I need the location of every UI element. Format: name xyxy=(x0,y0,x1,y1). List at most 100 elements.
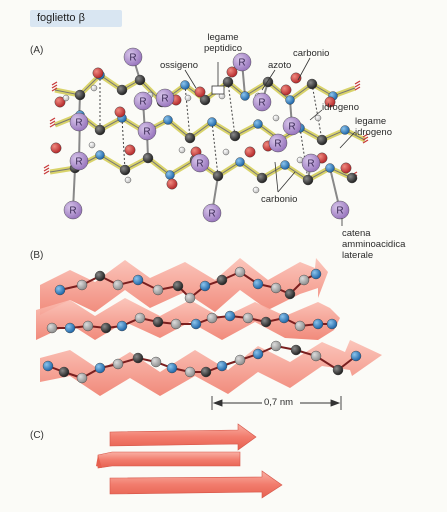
nitrogen-atom xyxy=(340,125,350,135)
r-group-label: R xyxy=(75,157,82,168)
alpha-carbon-atom xyxy=(284,288,296,300)
hydrogen-atom xyxy=(184,94,192,102)
r-group-circle xyxy=(69,151,89,171)
alpha-carbon-atom xyxy=(332,364,344,376)
carbon-atom xyxy=(316,134,328,146)
panel-label-a: (A) xyxy=(30,45,44,56)
nitrogen-atom xyxy=(64,322,76,334)
ribbon-backbones xyxy=(42,266,362,384)
carbon-atom xyxy=(119,164,131,176)
r-group-circle xyxy=(232,52,252,72)
nitrogen-atom xyxy=(116,320,128,332)
oxygen-atom xyxy=(280,84,292,96)
r-group-circle xyxy=(268,133,288,153)
r-group-label: R xyxy=(307,159,314,170)
nitrogen-atom xyxy=(325,163,335,173)
hydrogen-atom xyxy=(62,94,70,102)
panel-b-ribbon-model xyxy=(36,258,382,410)
oxygen-atom xyxy=(54,96,66,108)
nitrogen-atom xyxy=(224,310,236,322)
carbon-atom xyxy=(170,318,182,330)
ribbon-backbone-1 xyxy=(59,270,317,300)
nitrogen-atom xyxy=(165,170,175,180)
sheet-arrow-1 xyxy=(109,423,257,451)
r-group-label: R xyxy=(69,206,76,217)
sheet-arrow-3 xyxy=(109,470,283,499)
hydrogen-atom xyxy=(222,148,230,156)
nitrogen-atom xyxy=(310,268,322,280)
hydrogen-atom xyxy=(252,186,260,194)
alpha-carbon-atom xyxy=(94,270,106,282)
carbon-atom xyxy=(184,132,196,144)
r-group-circle xyxy=(63,200,83,220)
nitrogen-atom xyxy=(163,115,173,125)
oxygen-atom xyxy=(50,142,62,154)
r-group-circle xyxy=(252,92,272,112)
carbon-atom xyxy=(212,170,224,182)
oxygen-atom xyxy=(340,162,352,174)
carbon-atom xyxy=(152,284,164,296)
nitrogen-atom xyxy=(190,318,202,330)
carbon-atom xyxy=(94,124,106,136)
alpha-carbon-atom xyxy=(58,366,70,378)
label-hydrogen: idrogeno xyxy=(322,102,359,113)
r-group-circle xyxy=(190,153,210,173)
nitrogen-atom xyxy=(216,360,228,372)
carbon-atom xyxy=(199,94,211,106)
label-carbon-bottom: carbonio xyxy=(261,194,298,205)
r-group-label: R xyxy=(161,94,168,105)
r-group-label: R xyxy=(196,159,203,170)
alpha-carbon-atom xyxy=(200,366,212,378)
nitrogen-atom xyxy=(199,280,211,292)
alpha-carbon-atom xyxy=(152,316,164,328)
r-group-label: R xyxy=(238,58,245,69)
oxygen-atom xyxy=(244,146,256,158)
label-carbon-top: carbonio xyxy=(293,48,330,59)
carbon-atom xyxy=(346,172,358,184)
label-nitrogen: azoto xyxy=(268,60,292,71)
hydrogen-atom xyxy=(90,84,98,92)
oxygen-atom xyxy=(226,66,238,78)
carbon-atom xyxy=(46,322,58,334)
oxygen-atom xyxy=(166,178,178,190)
carbon-atom xyxy=(256,172,268,184)
pleated-arrow-3 xyxy=(40,340,382,396)
carbon-atom xyxy=(74,89,86,101)
nitrogen-atom xyxy=(312,318,324,330)
r-group-circle xyxy=(137,121,157,141)
sheet-arrow-2 xyxy=(97,451,241,469)
carbon-atom xyxy=(134,74,146,86)
carbon-atom xyxy=(150,356,162,368)
r-group-label: R xyxy=(288,122,295,133)
nitrogen-atom xyxy=(42,360,54,372)
carbon-atom xyxy=(142,152,154,164)
hydrogen-atom xyxy=(272,114,280,122)
label-peptide-bond: legame peptidico xyxy=(203,32,243,54)
oxygen-atom xyxy=(324,96,336,108)
carbon-atom xyxy=(222,76,234,88)
pleated-arrow-2 xyxy=(36,298,340,340)
r-group-label: R xyxy=(75,118,82,129)
atoms-layer xyxy=(50,66,358,194)
nitrogen-atom xyxy=(278,312,290,324)
r-group-label: R xyxy=(139,97,146,108)
r-group-label: R xyxy=(143,127,150,138)
carbon-atom xyxy=(76,372,88,384)
nitrogen-atom xyxy=(235,157,245,167)
oxygen-atom xyxy=(92,67,104,79)
carbon-atom xyxy=(116,84,128,96)
oxygen-atom xyxy=(194,86,206,98)
r-group-label: R xyxy=(336,206,343,217)
carbon-atom xyxy=(310,350,322,362)
r-group-circle xyxy=(202,203,222,223)
carbon-atom xyxy=(206,312,218,324)
nitrogen-atom xyxy=(240,91,250,101)
carbon-atom xyxy=(184,292,196,304)
oxygen-atom xyxy=(290,72,302,84)
nitrogen-atom xyxy=(132,274,144,286)
oxygen-atom xyxy=(114,106,126,118)
distance-marker xyxy=(211,396,342,410)
carbon-atom xyxy=(184,366,196,378)
